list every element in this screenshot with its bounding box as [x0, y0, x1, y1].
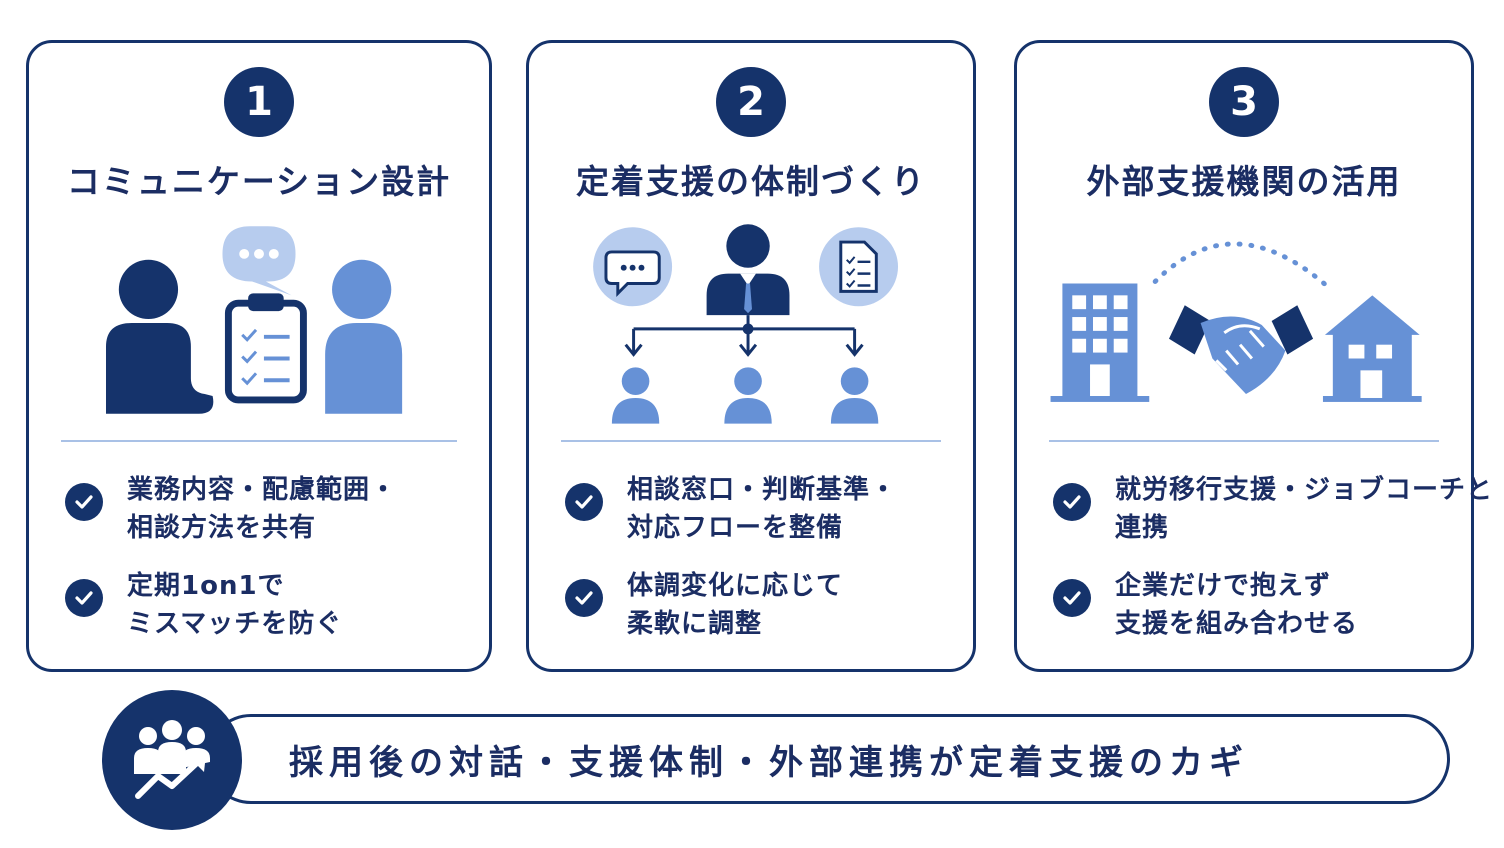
divider — [1049, 440, 1439, 442]
member-icon — [611, 367, 660, 424]
handshake-icon — [1168, 305, 1314, 395]
summary-banner: 採用後の対話・支援体制・外部連携が定着支援のカギ — [206, 714, 1450, 804]
check-circle-icon — [565, 579, 603, 617]
member-icon — [724, 367, 772, 424]
card-support-system: 2 定着支援の体制づくり — [526, 40, 976, 672]
card-title: 外部支援機関の活用 — [1086, 162, 1402, 201]
bullet-text: 相談窓口・判断基準・ 対応フローを整備 — [627, 475, 898, 543]
card-title: コミュニケーション設計 — [66, 162, 452, 201]
bullet-item: 相談窓口・判断基準・ 対応フローを整備 — [565, 471, 961, 547]
step-number-badge: 1 — [224, 67, 294, 137]
step-number-badge: 2 — [716, 67, 786, 137]
dotted-arc — [1152, 241, 1334, 292]
person-icon — [105, 259, 214, 414]
bullet-text: 定期1on1で ミスマッチを防ぐ — [127, 571, 343, 639]
check-circle-icon — [1053, 579, 1091, 617]
step-number-badge: 3 — [1209, 67, 1279, 137]
person-icon — [325, 259, 403, 414]
card-communication-design: 1 コミュニケーション設計 業務内容・配慮範囲・ 相談方法を共有 — [26, 40, 492, 672]
card-external-support: 3 外部支援機関の活用 — [1014, 40, 1492, 672]
document-checklist-icon — [819, 227, 899, 307]
check-circle-icon — [65, 579, 103, 617]
org-tree-icon — [624, 315, 864, 357]
check-circle-icon — [565, 483, 603, 521]
card-title: 定着支援の体制づくり — [576, 162, 926, 201]
bullet-text: 業務内容・配慮範囲・ 相談方法を共有 — [127, 475, 398, 543]
member-icon — [830, 367, 879, 424]
speech-bubble-icon — [222, 226, 296, 296]
bullet-text: 企業だけで抱えず 支援を組み合わせる — [1115, 571, 1359, 639]
check-circle-icon — [65, 483, 103, 521]
office-building-icon — [1050, 283, 1150, 402]
summary-text: 採用後の対話・支援体制・外部連携が定着支援のカギ — [289, 742, 1249, 783]
bullet-item: 定期1on1で ミスマッチを防ぐ — [65, 567, 477, 643]
support-system-illustration — [593, 224, 899, 424]
divider — [61, 440, 457, 442]
bullet-text: 体調変化に応じて 柔軟に調整 — [627, 571, 844, 639]
house-icon — [1322, 295, 1422, 402]
divider — [561, 440, 941, 442]
bullet-item: 就労移行支援・ジョブコーチと 連携 — [1053, 471, 1492, 547]
check-circle-icon — [1053, 483, 1091, 521]
clipboard-checklist-icon — [224, 293, 307, 404]
bullet-item: 企業だけで抱えず 支援を組み合わせる — [1053, 567, 1459, 643]
chat-icon — [593, 227, 673, 307]
bullet-item: 体調変化に応じて 柔軟に調整 — [565, 567, 961, 643]
bullet-item: 業務内容・配慮範囲・ 相談方法を共有 — [65, 471, 477, 547]
bullet-text: 就労移行支援・ジョブコーチと 連携 — [1115, 475, 1494, 543]
team-growth-icon — [102, 690, 242, 830]
manager-icon — [706, 224, 790, 316]
external-support-illustration — [1050, 241, 1422, 402]
communication-illustration — [105, 226, 403, 414]
